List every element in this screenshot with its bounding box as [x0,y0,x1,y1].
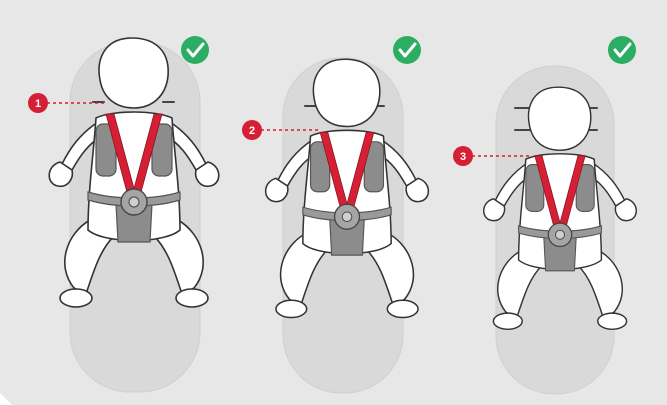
check-icon-3 [608,36,636,64]
step-number-3: 3 [460,151,466,163]
check-icon-1 [181,36,209,64]
step-number-1: 1 [35,98,41,110]
step-number-2: 2 [249,125,255,137]
check-icon-2 [393,36,421,64]
